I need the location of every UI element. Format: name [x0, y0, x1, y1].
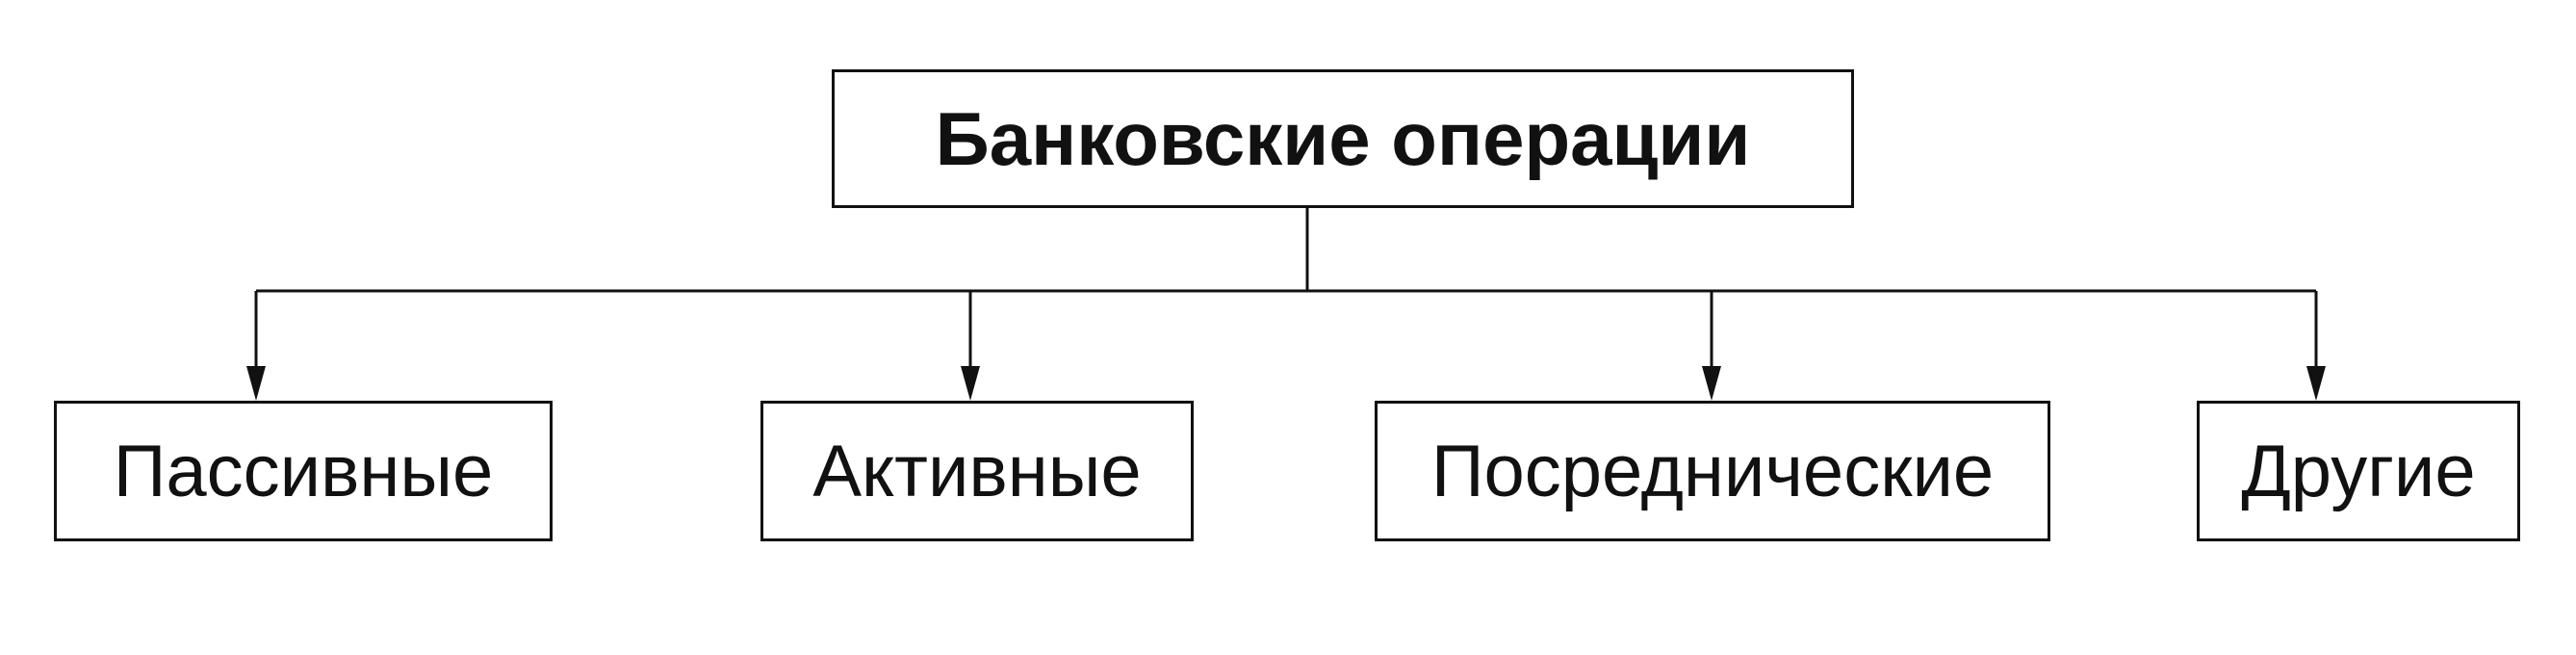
root-node-label: Банковские операции	[935, 95, 1751, 181]
node-intermediary: Посреднические	[1375, 401, 2050, 541]
arrow-to-intermediary-icon	[1702, 366, 1721, 401]
arrow-to-passive-icon	[246, 366, 266, 401]
arrow-to-other-icon	[2306, 366, 2326, 401]
node-other: Другие	[2197, 401, 2520, 541]
node-intermediary-label: Посреднические	[1430, 430, 1995, 512]
node-active-label: Активные	[812, 430, 1142, 512]
node-passive-label: Пассивные	[113, 430, 494, 512]
node-other-label: Другие	[2241, 430, 2476, 512]
arrow-to-active-icon	[961, 366, 980, 401]
node-passive: Пассивные	[54, 401, 553, 541]
node-active: Активные	[760, 401, 1194, 541]
root-node-banking-operations: Банковские операции	[832, 69, 1854, 208]
